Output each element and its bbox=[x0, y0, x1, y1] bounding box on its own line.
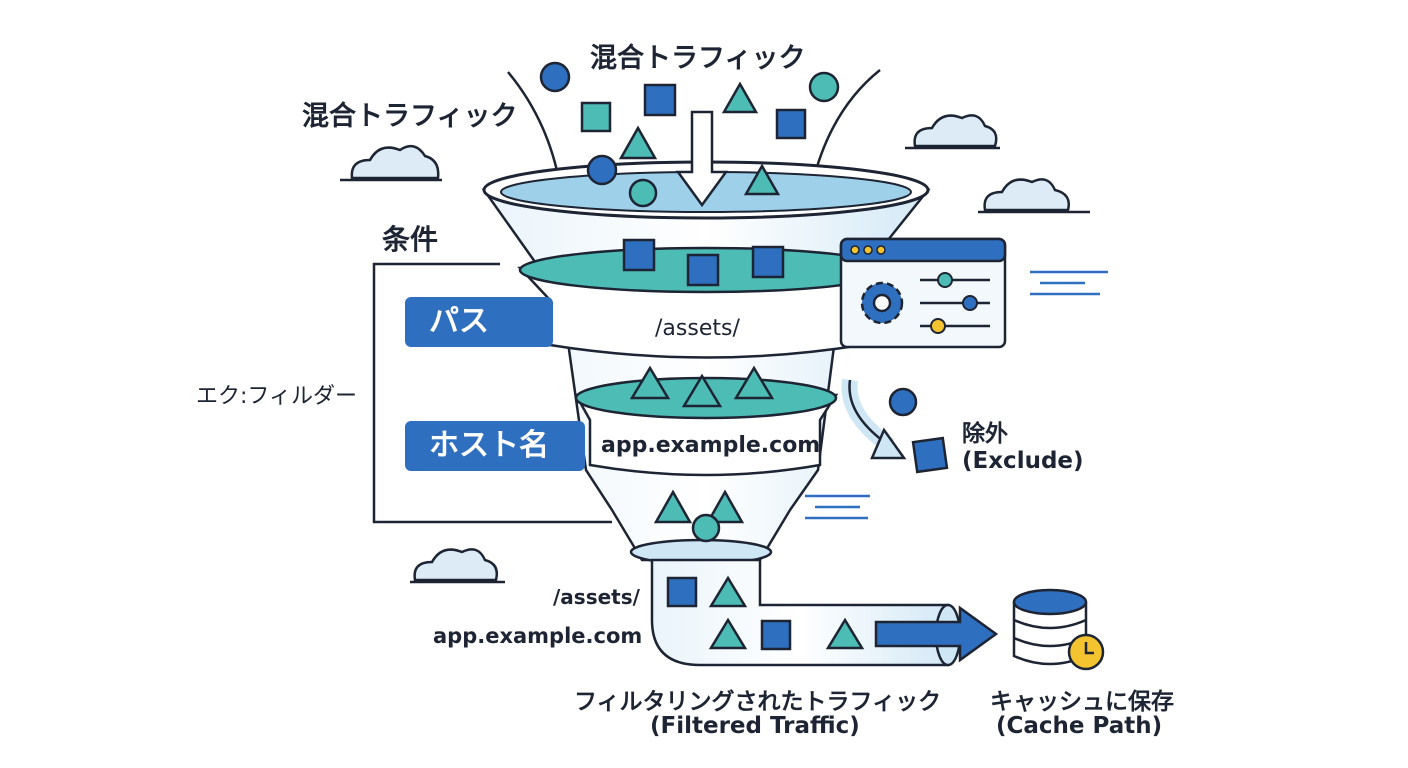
cache-label-en: (Cache Path) bbox=[996, 713, 1163, 739]
circle-traffic-icon bbox=[691, 513, 721, 543]
filtered-traffic-label-en: (Filtered Traffic) bbox=[650, 713, 860, 739]
square-traffic-icon bbox=[643, 83, 677, 117]
excluded-square-icon bbox=[911, 436, 949, 474]
database-icon bbox=[1012, 588, 1088, 666]
circle-traffic-icon bbox=[586, 154, 618, 186]
triangle-traffic-icon bbox=[653, 489, 693, 524]
square-traffic-icon bbox=[775, 108, 807, 140]
circle-traffic-icon bbox=[808, 71, 840, 103]
cloud-icon bbox=[983, 178, 1070, 212]
mixed-traffic-label: 混合トラフィック bbox=[302, 101, 518, 132]
square-traffic-icon bbox=[686, 253, 720, 287]
down-arrow-icon bbox=[675, 110, 729, 208]
square-traffic-icon bbox=[751, 245, 785, 279]
exclude-label: 除外 bbox=[962, 421, 1008, 447]
triangle-traffic-icon bbox=[629, 365, 671, 400]
circle-traffic-icon bbox=[539, 61, 571, 93]
triangle-traffic-icon bbox=[708, 575, 748, 608]
triangle-traffic-icon bbox=[708, 617, 748, 650]
filter-group-label: エク:フィルダー bbox=[196, 384, 357, 409]
cloud-icon bbox=[413, 548, 499, 582]
pipe-path-label: /assets/ bbox=[553, 585, 640, 609]
cache-label: キャッシュに保存 bbox=[990, 689, 1174, 715]
hostname-value: app.example.com bbox=[601, 433, 821, 458]
path-value: /assets/ bbox=[655, 316, 740, 341]
triangle-traffic-icon bbox=[618, 125, 658, 160]
conditions-label: 条件 bbox=[382, 223, 439, 256]
circle-traffic-icon bbox=[628, 178, 658, 208]
right-arrow-icon bbox=[874, 605, 999, 663]
cloud-icon bbox=[913, 114, 998, 148]
output-pipe bbox=[650, 558, 950, 667]
triangle-traffic-icon bbox=[733, 365, 775, 400]
square-traffic-icon bbox=[580, 101, 612, 133]
conditions-bracket bbox=[372, 262, 612, 524]
pipe-host-label: app.example.com bbox=[433, 624, 643, 648]
exclude-label-en: (Exclude) bbox=[962, 448, 1084, 474]
square-traffic-icon bbox=[622, 238, 656, 272]
triangle-traffic-icon bbox=[825, 617, 865, 650]
hostname-tag: ホスト名 bbox=[405, 421, 585, 471]
triangle-traffic-icon bbox=[681, 373, 723, 408]
gear-icon bbox=[860, 281, 904, 325]
motion-lines bbox=[805, 270, 1108, 520]
square-traffic-icon bbox=[760, 619, 792, 651]
filtered-traffic-label: フィルタリングされたトラフィック bbox=[574, 689, 942, 715]
triangle-traffic-icon bbox=[721, 81, 759, 114]
cloud-icon bbox=[350, 144, 440, 180]
triangle-traffic-icon bbox=[705, 489, 745, 524]
square-traffic-icon bbox=[666, 576, 698, 608]
clock-icon bbox=[1067, 633, 1105, 671]
mixed-traffic-title: 混合トラフィック bbox=[590, 43, 806, 74]
triangle-traffic-icon bbox=[743, 163, 781, 196]
path-tag: パス bbox=[405, 297, 553, 347]
settings-window-icon bbox=[839, 237, 1007, 349]
excluded-circle-icon bbox=[888, 387, 918, 417]
